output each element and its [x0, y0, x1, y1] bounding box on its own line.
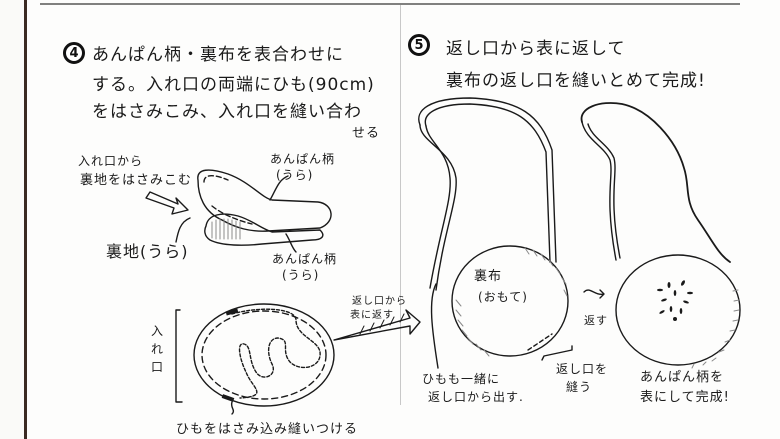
step-4-number-badge: 4	[63, 42, 85, 64]
step-4-instruction-line-1: あんぱん柄・裏布を表合わせに	[92, 45, 344, 65]
step-4-instruction-line-3: をはさみこみ、入れ口を縫い合わ	[92, 102, 362, 122]
anpan-sesame-seeds	[657, 280, 693, 321]
label-strap-out-2: 返し口から出す.	[428, 390, 524, 404]
step-divider	[400, 5, 401, 405]
step-4-instruction-line-4: せる	[352, 126, 381, 141]
step-5-number-badge: 5	[408, 34, 430, 56]
label-done-2: 表にして完成!	[640, 390, 730, 405]
label-opening-char-2: れ	[151, 342, 165, 356]
label-lining-front: 裏布	[474, 269, 503, 284]
label-anpan-back-top: あんぱん柄	[270, 152, 336, 166]
page-edge	[24, 0, 27, 439]
label-flip: 返す	[584, 314, 608, 327]
label-anpan-back-top-sub: (うら)	[276, 168, 314, 182]
stacked-fabric-pieces-illustration	[145, 169, 332, 253]
top-rule-line	[40, 3, 740, 5]
bag-turned-lining-illustration	[418, 97, 573, 369]
label-insert-lining: 裏地をはさみこむ	[80, 173, 193, 188]
label-insert-opening: 入れ口から	[78, 154, 144, 168]
scan-margin	[0, 0, 24, 439]
label-opening-char-3: 口	[151, 360, 165, 374]
label-arrow-turn-2: 表に返す	[350, 310, 394, 321]
label-opening-char-1: 入	[151, 324, 165, 338]
step-5-instruction-line-1: 返し口から表に返して	[446, 39, 626, 59]
step-4-instruction-line-2: する。入れ口の両端にひも(90cm)	[92, 75, 375, 95]
label-strap-out-1: ひもも一緒に	[422, 372, 501, 386]
label-sew-opening-1: 返し口を	[556, 362, 609, 376]
caption-sew-strap: ひもをはさみ込み縫いつける	[176, 422, 359, 437]
label-lining-front-sub: (おもて)	[478, 290, 528, 304]
label-sew-opening-2: 縫う	[566, 380, 593, 394]
finished-bag-illustration	[580, 102, 741, 369]
label-arrow-turn-1: 返し口から	[352, 296, 407, 307]
label-anpan-back-bottom: あんぱん柄	[272, 252, 338, 266]
label-done-1: あんぱん柄を	[640, 370, 725, 385]
step-5-instruction-line-2: 裏布の返し口を縫いとめて完成!	[446, 71, 706, 91]
label-anpan-back-bottom-sub: (うら)	[282, 268, 320, 282]
pouch-with-strap-illustration	[175, 303, 421, 415]
label-lining-back: 裏地(うら)	[106, 242, 189, 261]
